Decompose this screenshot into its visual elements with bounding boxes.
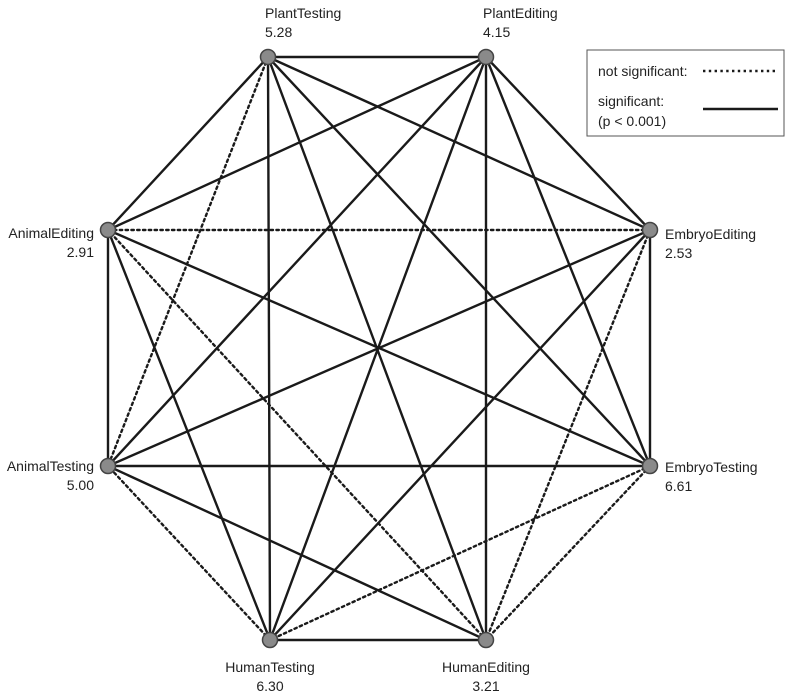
node-name-human-editing: HumanEditing — [442, 659, 530, 675]
node-marker-plant-testing — [259, 48, 277, 66]
edge-plant-editing-embryo-editing-significant — [484, 55, 652, 232]
node-embryo-editing: EmbryoEditing 2.53 — [641, 221, 756, 261]
node-group: PlantTesting 5.28 PlantEditing 4.15EmbryoEd… — [7, 5, 758, 694]
node-name-animal-testing: AnimalTesting — [7, 458, 94, 474]
node-animal-testing: AnimalTesting 5.00 — [7, 457, 117, 493]
node-name-plant-editing: PlantEditing — [483, 5, 558, 21]
legend: not significant: significant: (p < 0.001… — [586, 49, 785, 137]
node-marker-human-testing — [261, 631, 279, 649]
edge-plant-testing-human-testing-significant — [266, 55, 272, 642]
node-plant-editing: PlantEditing 4.15 — [477, 5, 558, 66]
legend-significant-label: significant: — [598, 93, 664, 109]
node-marker-animal-testing — [99, 457, 117, 475]
node-value-animal-testing: 5.00 — [67, 477, 94, 493]
edge-plant-editing-animal-editing-significant — [106, 55, 488, 232]
node-marker-animal-editing — [99, 221, 117, 239]
node-value-embryo-testing: 6.61 — [665, 478, 692, 494]
node-name-plant-testing: PlantTesting — [265, 5, 341, 21]
node-human-testing: HumanTesting 6.30 — [225, 631, 315, 694]
edge-plant-testing-animal-editing-significant — [106, 55, 270, 232]
node-value-human-testing: 6.30 — [256, 678, 283, 694]
node-animal-editing: AnimalEditing 2.91 — [8, 221, 117, 260]
node-name-animal-editing: AnimalEditing — [8, 225, 94, 241]
edge-embryo-testing-human-editing-not-significant — [484, 464, 652, 642]
legend-not-significant-label: not significant: — [598, 63, 688, 79]
node-value-human-editing: 3.21 — [472, 678, 499, 694]
node-value-plant-editing: 4.15 — [483, 24, 510, 40]
edge-plant-testing-embryo-testing-significant — [266, 55, 652, 468]
edge-plant-editing-embryo-testing-significant — [484, 55, 652, 468]
edge-plant-testing-animal-testing-not-significant — [106, 55, 270, 468]
node-embryo-testing: EmbryoTesting 6.61 — [641, 457, 758, 494]
node-name-embryo-testing: EmbryoTesting — [665, 459, 758, 475]
edge-plant-testing-embryo-editing-significant — [266, 55, 652, 232]
edge-embryo-testing-animal-editing-significant — [106, 228, 652, 468]
node-marker-embryo-testing — [641, 457, 659, 475]
edge-embryo-testing-human-testing-not-significant — [268, 464, 652, 642]
node-marker-embryo-editing — [641, 221, 659, 239]
legend-box — [586, 49, 785, 137]
edge-group — [106, 55, 652, 642]
edge-human-editing-animal-editing-not-significant — [106, 228, 488, 642]
node-marker-human-editing — [477, 631, 495, 649]
edge-embryo-editing-human-editing-not-significant — [484, 228, 652, 642]
edge-human-editing-animal-testing-significant — [106, 464, 488, 642]
node-value-animal-editing: 2.91 — [67, 244, 94, 260]
node-name-embryo-editing: EmbryoEditing — [665, 226, 756, 242]
edge-plant-editing-animal-testing-significant — [106, 55, 488, 468]
edge-embryo-editing-human-testing-significant — [268, 228, 652, 642]
edge-human-testing-animal-testing-not-significant — [106, 464, 272, 642]
node-marker-plant-editing — [477, 48, 495, 66]
node-name-human-testing: HumanTesting — [225, 659, 315, 675]
node-human-editing: HumanEditing 3.21 — [442, 631, 530, 694]
node-value-plant-testing: 5.28 — [265, 24, 292, 40]
node-plant-testing: PlantTesting 5.28 — [259, 5, 341, 66]
node-value-embryo-editing: 2.53 — [665, 245, 692, 261]
legend-significant-note: (p < 0.001) — [598, 113, 666, 129]
edge-human-testing-animal-editing-significant — [106, 228, 272, 642]
